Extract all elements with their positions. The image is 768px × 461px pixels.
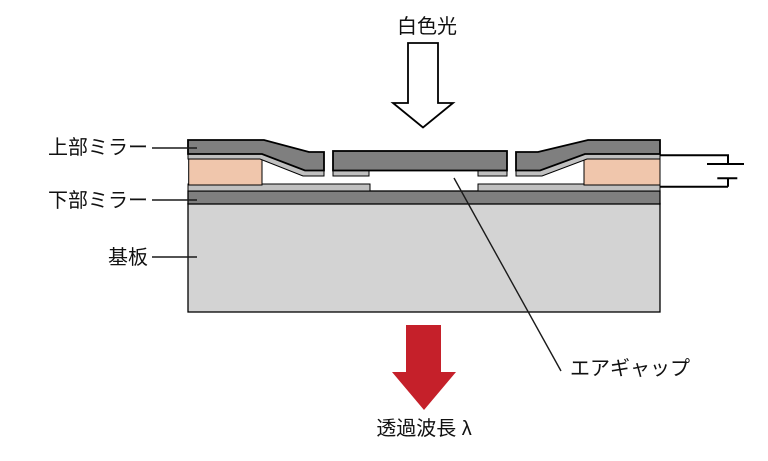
upper-mirror-left — [187, 139, 325, 172]
voltage-source-wiring — [660, 154, 744, 188]
incident-light-arrow-icon — [390, 42, 456, 129]
substrate-label: 基板 — [108, 246, 148, 269]
transmitted-light-arrow-icon — [392, 325, 456, 410]
lower-mirror-label: 下部ミラー — [48, 189, 148, 212]
white-light-label: 白色光 — [397, 15, 457, 38]
lower-mirror-dark-layer — [187, 190, 661, 205]
air-gap-leader-line — [453, 177, 562, 372]
membrane-upper-mirror-center — [332, 150, 508, 172]
upper-mirror-label: 上部ミラー — [48, 136, 148, 159]
substrate — [187, 202, 661, 313]
upper-mirror-right — [515, 139, 661, 172]
transmitted-wavelength-label: 透過波長 λ — [376, 417, 472, 440]
spacer-layer-right — [583, 158, 661, 186]
air-gap-label: エアギャップ — [570, 357, 690, 380]
lower-mirror-light-layer-left — [187, 183, 371, 192]
spacer-layer-left — [188, 158, 263, 186]
